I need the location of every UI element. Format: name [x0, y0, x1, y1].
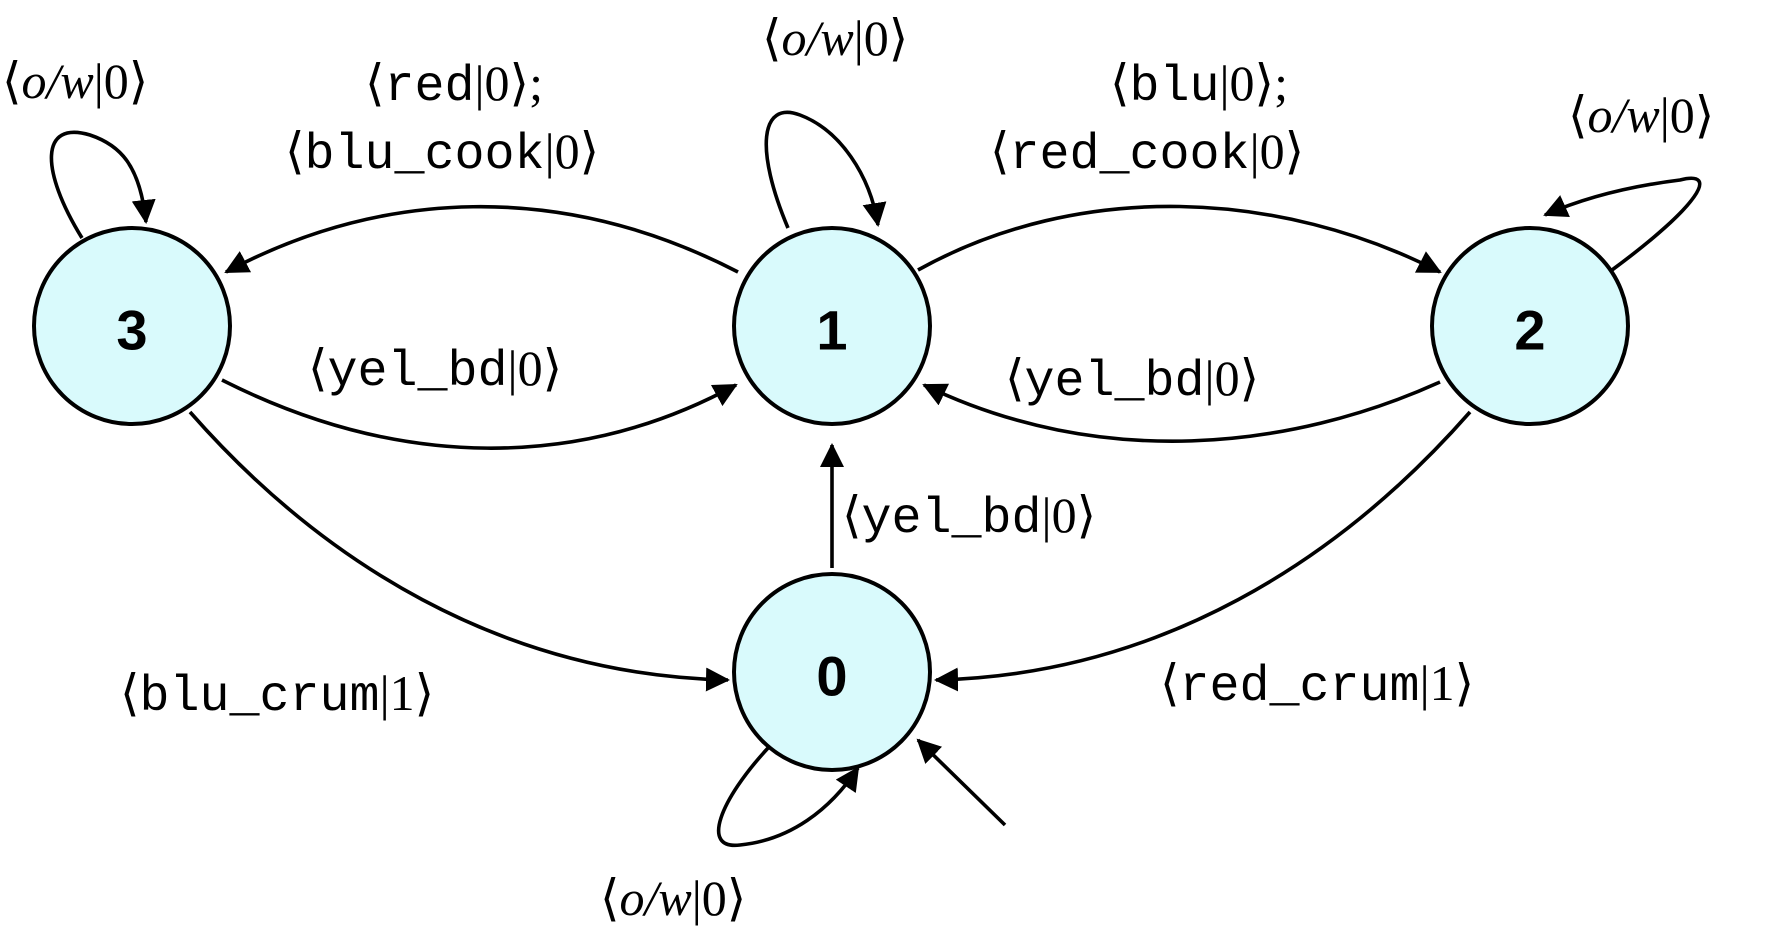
state-2-label: 2: [1514, 299, 1545, 362]
label-3-to-1: ⟨yel_bd|0⟩: [308, 339, 562, 401]
self-loop-2: [1543, 176, 1702, 272]
state-3: 3: [32, 226, 232, 426]
label-loop-0: ⟨o/w|0⟩: [600, 869, 746, 927]
state-0: 0: [732, 572, 932, 772]
label-1-to-3-line2: ⟨blu_cook|0⟩: [285, 122, 599, 184]
label-loop-3: ⟨o/w|0⟩: [2, 52, 148, 110]
state-1: 1: [732, 226, 932, 426]
label-1-to-3-line1: ⟨red|0⟩;: [365, 54, 543, 116]
label-loop-2: ⟨o/w|0⟩: [1568, 86, 1714, 144]
label-1-to-2-line1: ⟨blu|0⟩;: [1110, 54, 1288, 116]
label-loop-1: ⟨o/w|0⟩: [762, 9, 908, 67]
edge-2-to-0: [934, 410, 1472, 692]
state-2: 2: [1430, 226, 1630, 426]
edge-2-to-1: [922, 380, 1441, 443]
self-loop-0: [716, 746, 860, 848]
label-0-to-1: ⟨yel_bd|0⟩: [842, 486, 1096, 548]
state-3-label: 3: [116, 299, 147, 362]
self-loop-1: [764, 110, 887, 229]
label-1-to-2-line2: ⟨red_cook|0⟩: [990, 122, 1304, 184]
self-loop-3: [49, 130, 156, 239]
edge-3-to-1: [221, 378, 738, 450]
state-0-label: 0: [816, 645, 847, 708]
label-2-to-1: ⟨yel_bd|0⟩: [1005, 349, 1259, 411]
label-2-to-0: ⟨red_crum|1⟩: [1160, 654, 1474, 716]
label-3-to-0: ⟨blu_crum|1⟩: [120, 664, 434, 726]
state-1-label: 1: [816, 299, 847, 362]
edge-1-to-2: [917, 204, 1442, 274]
initial-state-arrow: [916, 738, 1007, 827]
edge-3-to-0: [188, 410, 730, 692]
edge-1-to-3: [224, 204, 739, 274]
